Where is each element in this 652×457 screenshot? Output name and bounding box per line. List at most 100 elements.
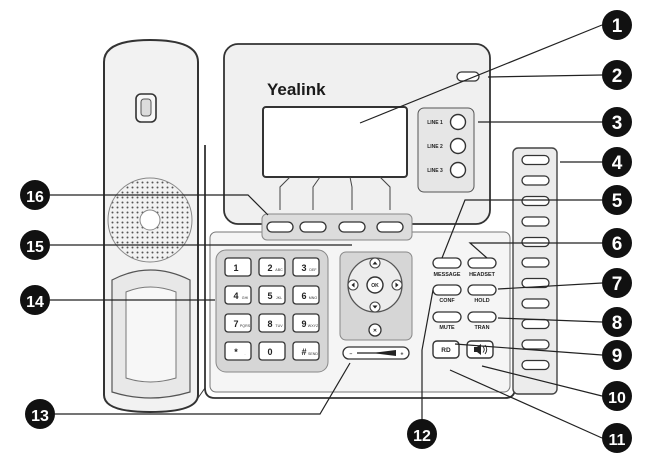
keypad-key-11[interactable]: 0 <box>258 341 286 361</box>
nav-up-key[interactable] <box>369 257 381 269</box>
volume-up-label: + <box>401 352 404 358</box>
keypad-key-digit: 3 <box>301 263 306 273</box>
ok-key[interactable]: OK <box>366 276 384 294</box>
keypad-key-digit: 5 <box>267 291 272 301</box>
keypad-key-letters: ABC <box>275 268 283 272</box>
message-key[interactable]: MESSAGE <box>432 257 462 278</box>
softkey-2[interactable] <box>299 221 327 233</box>
brand-logo: Yealink <box>267 80 326 99</box>
callout-badge-9: 9 <box>602 340 632 370</box>
dss-key-4[interactable] <box>521 216 550 227</box>
dss-key-9[interactable] <box>521 318 550 330</box>
nav-down-key[interactable] <box>369 301 381 313</box>
headset-key-label: HEADSET <box>469 272 495 278</box>
keypad-key-letters: DEF <box>309 268 317 272</box>
callout-badge-13: 13 <box>25 399 55 429</box>
dss-key-10[interactable] <box>521 339 550 350</box>
callout-badge-4: 4 <box>602 147 632 177</box>
callout-badge-8: 8 <box>602 307 632 337</box>
callout-number: 16 <box>26 189 44 206</box>
lcd-screen <box>262 106 408 178</box>
callout-number: 14 <box>26 294 44 311</box>
callout-leaders <box>50 24 603 439</box>
callout-badge-7: 7 <box>602 268 632 298</box>
callout-badge-14: 14 <box>20 285 50 315</box>
dss-key-7[interactable] <box>521 277 550 289</box>
keypad-key-1[interactable]: 1 <box>224 257 252 277</box>
callout-number: 7 <box>612 274 623 295</box>
tran-key-label: TRAN <box>475 325 490 331</box>
redial-key[interactable]: RD <box>432 340 460 359</box>
callout-number: 1 <box>612 16 623 37</box>
keypad-key-digit: 1 <box>233 263 238 273</box>
volume-key[interactable]: − + <box>342 346 410 360</box>
callout-number: 11 <box>609 432 626 449</box>
callout-badge-1: 1 <box>602 10 632 40</box>
softkey-4[interactable] <box>376 221 404 233</box>
headset-key[interactable]: HEADSET <box>467 257 497 278</box>
dss-key-5[interactable] <box>521 236 550 248</box>
keypad-key-10[interactable]: *. <box>224 341 252 361</box>
callout-number: 10 <box>608 390 626 407</box>
speaker-grille <box>107 177 193 263</box>
dss-key-1[interactable] <box>521 154 550 166</box>
callout-badge-3: 3 <box>602 107 632 137</box>
callout-number: 9 <box>612 346 623 367</box>
line-key-3[interactable]: LINE 3 <box>427 161 467 179</box>
handset-hookswitch[interactable] <box>135 93 157 123</box>
mute-key-label: MUTE <box>439 325 455 331</box>
dss-key-2[interactable] <box>521 175 550 186</box>
nav-left-key[interactable] <box>347 279 359 291</box>
softkey-3[interactable] <box>338 221 366 233</box>
tran-key[interactable]: TRAN <box>467 311 497 331</box>
callout-badge-5: 5 <box>602 185 632 215</box>
redial-key-label: RD <box>441 347 451 354</box>
power-led <box>456 71 480 82</box>
callout-number: 2 <box>612 66 623 87</box>
hold-key[interactable]: HOLD <box>467 284 497 304</box>
callout-number: 13 <box>31 408 49 425</box>
dss-key-3[interactable] <box>521 195 550 207</box>
line-key-2[interactable]: LINE 2 <box>427 137 467 155</box>
nav-right-key[interactable] <box>391 279 403 291</box>
cancel-key[interactable]: ✕ <box>368 323 382 337</box>
dss-key-8[interactable] <box>521 298 550 309</box>
keypad-key-digit: 2 <box>267 263 272 273</box>
keypad-key-digit: 6 <box>301 291 306 301</box>
callout-badge-10: 10 <box>602 381 632 411</box>
keypad-key-12[interactable]: #SEND <box>292 341 320 361</box>
dss-key-6[interactable] <box>521 257 550 268</box>
keypad-key-digit: 4 <box>233 291 238 301</box>
callout-number: 3 <box>612 113 623 134</box>
callout-badge-11: 11 <box>602 423 632 453</box>
line-key-1[interactable]: LINE 1 <box>427 113 467 131</box>
keypad-key-letters: MNO <box>309 296 318 300</box>
callout-badge-6: 6 <box>602 228 632 258</box>
keypad-key-letters: SEND <box>308 352 318 356</box>
keypad-key-digit: 9 <box>301 319 306 329</box>
speakerphone-key[interactable] <box>466 340 494 359</box>
volume-down-label: − <box>350 352 353 358</box>
callout-number: 5 <box>612 191 623 212</box>
keypad-key-letters: GHI <box>242 296 248 300</box>
keypad-key-letters: TUV <box>275 324 283 328</box>
line-key-label: LINE 3 <box>427 168 443 174</box>
line-key-label: LINE 1 <box>427 120 443 126</box>
softkey-1[interactable] <box>266 221 294 233</box>
mute-key[interactable]: MUTE <box>432 311 462 331</box>
dss-key-11[interactable] <box>521 359 550 371</box>
callout-badge-15: 15 <box>20 230 50 260</box>
ok-key-label: OK <box>371 283 379 289</box>
keypad-key-letters: JKL <box>276 296 282 300</box>
callout-number: 8 <box>612 313 623 334</box>
conf-key-label: CONF <box>439 298 455 304</box>
